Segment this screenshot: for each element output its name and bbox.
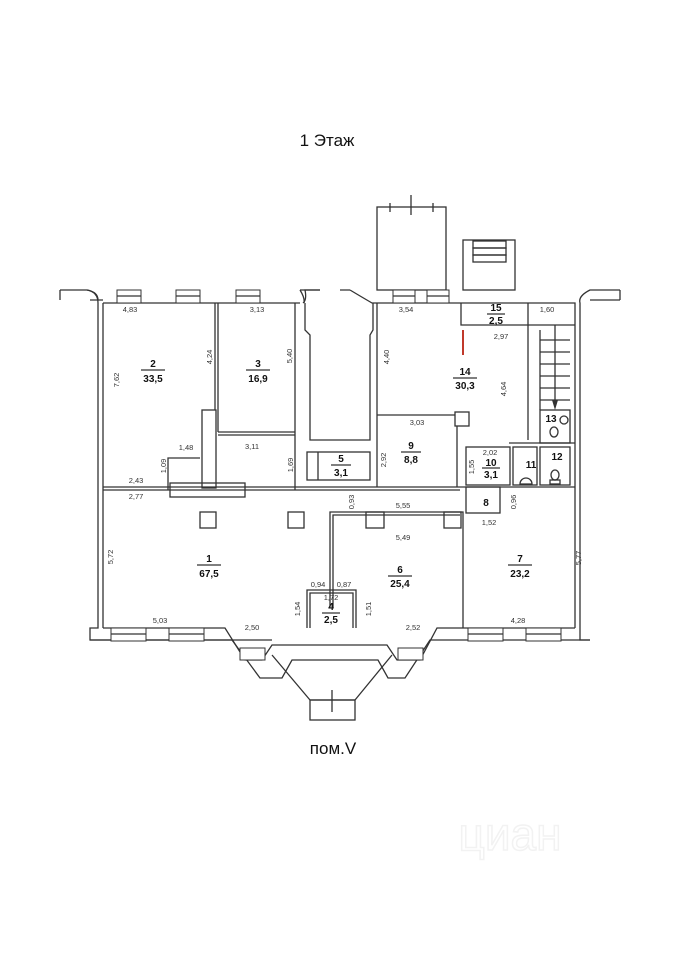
svg-text:2,5: 2,5 [324,615,338,626]
room-7: 723,2 [508,554,532,580]
svg-text:2,5: 2,5 [489,316,503,327]
plan-title: 1 Этаж [300,131,355,150]
svg-text:4,24: 4,24 [205,350,214,365]
svg-text:5,72: 5,72 [106,550,115,565]
room-10: 103,1 [482,458,500,481]
svg-text:5,40: 5,40 [285,349,294,364]
room-labels: 167,5 233,5 316,9 42,5 53,1 625,4 723,2 … [141,303,563,626]
svg-text:12: 12 [551,452,563,463]
svg-text:25,4: 25,4 [390,579,410,590]
svg-text:5,49: 5,49 [396,533,411,542]
svg-text:1,72: 1,72 [324,593,339,602]
svg-text:3,54: 3,54 [399,305,414,314]
room-1: 167,5 [197,554,221,580]
room-14: 14 30,3 [453,367,477,392]
svg-text:3,1: 3,1 [484,470,498,481]
svg-text:14: 14 [459,367,471,378]
svg-text:5,77: 5,77 [574,551,583,566]
svg-text:1,60: 1,60 [540,305,555,314]
svg-text:7: 7 [517,554,523,565]
svg-text:3,11: 3,11 [245,442,259,451]
svg-text:1,51: 1,51 [364,602,373,617]
svg-text:4: 4 [328,602,334,613]
svg-text:2: 2 [150,359,156,370]
svg-text:15: 15 [490,303,502,314]
svg-text:2,43: 2,43 [129,476,144,485]
svg-text:2,97: 2,97 [494,332,509,341]
svg-text:10: 10 [485,458,497,469]
svg-text:3,13: 3,13 [250,305,265,314]
svg-text:1,52: 1,52 [482,518,497,527]
svg-text:33,5: 33,5 [143,374,163,385]
svg-text:11: 11 [526,460,537,471]
svg-text:2,77: 2,77 [129,492,144,501]
room-11: 11 [526,460,537,471]
svg-text:0,94: 0,94 [311,580,326,589]
room-13: 13 [545,414,557,425]
room-8: 8 [483,498,489,509]
svg-text:3: 3 [255,359,261,370]
outer-walls [59,289,621,721]
svg-text:5,03: 5,03 [153,616,168,625]
svg-text:0,87: 0,87 [337,580,352,589]
room-9: 98,8 [401,441,421,466]
svg-text:5,55: 5,55 [396,501,411,510]
svg-text:2,52: 2,52 [406,623,421,632]
annex-structures [376,195,516,291]
svg-text:16,9: 16,9 [248,374,268,385]
svg-text:1,09: 1,09 [159,459,168,474]
toilet-icon [519,415,569,485]
svg-text:4,83: 4,83 [123,305,138,314]
svg-text:9: 9 [408,441,414,452]
room-5: 53,1 [331,454,351,479]
svg-text:4,40: 4,40 [382,350,391,365]
svg-text:0,96: 0,96 [509,495,518,510]
room-2: 233,5 [141,359,165,385]
svg-text:4,28: 4,28 [511,616,526,625]
svg-text:1,69: 1,69 [286,458,295,473]
interior-walls [103,303,575,628]
windows [110,289,562,661]
svg-text:6: 6 [397,565,403,576]
svg-text:30,3: 30,3 [455,381,475,392]
room-4: 42,5 [322,602,340,626]
staircase [539,325,570,410]
room-3: 316,9 [246,359,270,385]
svg-text:2,50: 2,50 [245,623,260,632]
svg-text:23,2: 23,2 [510,569,530,580]
svg-text:5: 5 [338,454,344,465]
dimension-labels: 4,83 3,13 3,54 1,60 2,97 7,62 4,24 5,40 … [106,305,583,632]
svg-text:8,8: 8,8 [404,455,418,466]
svg-text:8: 8 [483,498,489,509]
svg-text:13: 13 [545,414,557,425]
watermark: циан [458,808,561,860]
room-12: 12 [551,452,563,463]
svg-text:0,93: 0,93 [347,495,356,510]
svg-text:4,64: 4,64 [499,382,508,397]
svg-text:1,55: 1,55 [467,460,476,475]
svg-text:67,5: 67,5 [199,569,219,580]
room-15: 152,5 [487,303,505,327]
room-6: 625,4 [388,565,412,590]
svg-text:2,92: 2,92 [379,453,388,468]
svg-text:1,48: 1,48 [179,443,194,452]
svg-text:7,62: 7,62 [112,373,121,388]
svg-text:1,54: 1,54 [293,602,302,617]
svg-text:3,03: 3,03 [410,418,425,427]
svg-text:3,1: 3,1 [334,468,348,479]
svg-text:1: 1 [206,554,212,565]
svg-text:2,02: 2,02 [483,448,498,457]
premises-caption: пом.V [310,739,357,758]
